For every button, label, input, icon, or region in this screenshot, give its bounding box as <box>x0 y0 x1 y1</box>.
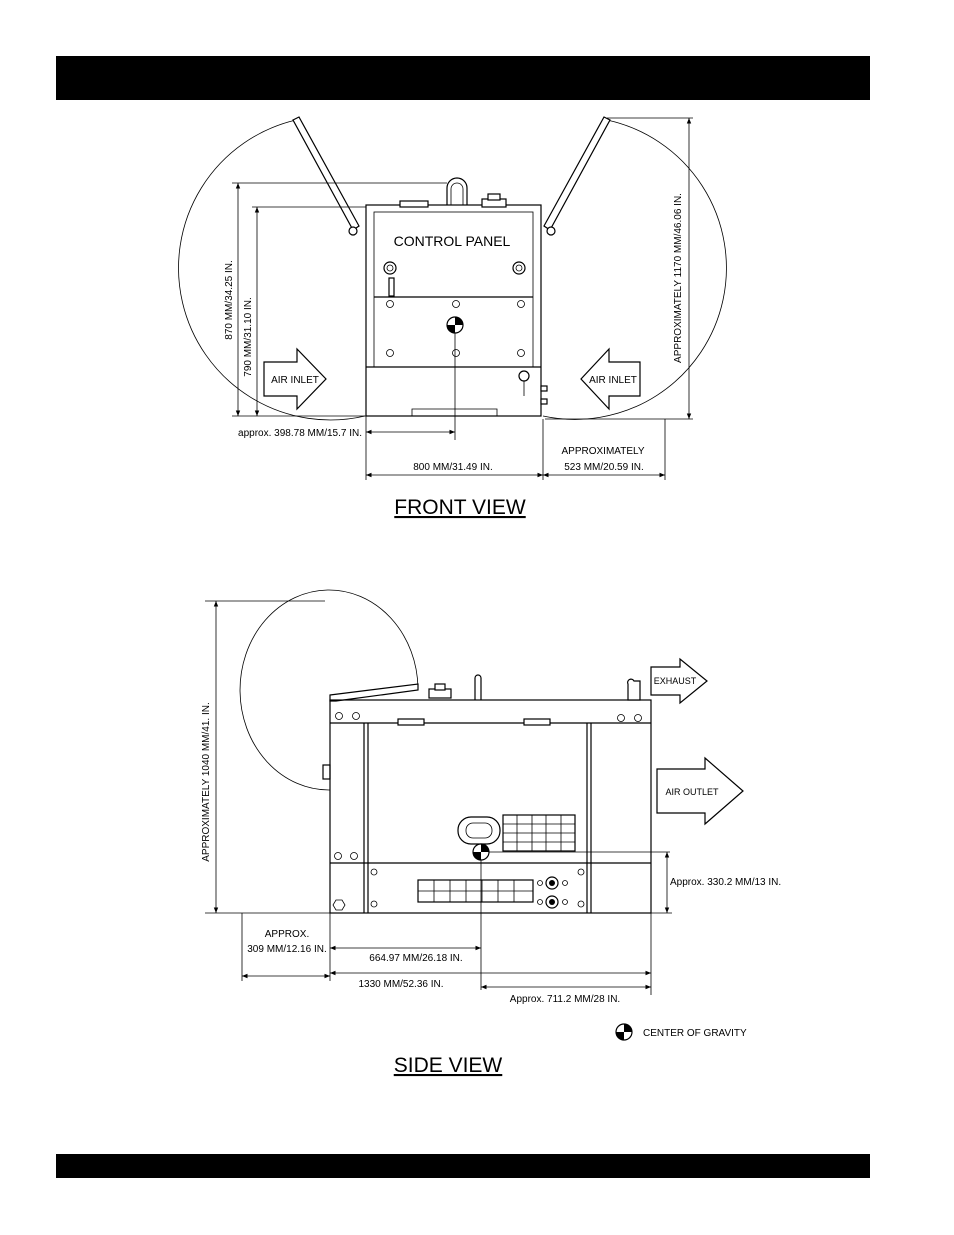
front-left-knob-inner <box>386 264 394 272</box>
side-dim-309-label-1: APPROX. <box>265 929 309 940</box>
legend-center-of-gravity-label: CENTER OF GRAVITY <box>643 1028 747 1039</box>
side-lifting-eye <box>474 674 482 700</box>
side-handle-outer <box>457 816 501 845</box>
front-lifting-eye-inner <box>450 182 464 205</box>
front-air-inlet-arrow-left: AIR INLET <box>263 347 327 411</box>
front-air-inlet-right-label: AIR INLET <box>589 375 637 386</box>
side-dim-330-label: Approx. 330.2 MM/13 IN. <box>670 877 781 888</box>
front-dim-523-label-1: APPROXIMATELY <box>562 446 645 457</box>
side-dim-711-label: Approx. 711.2 MM/28 IN. <box>510 994 620 1005</box>
front-fuel-drain <box>518 370 530 382</box>
side-air-outlet-arrow: AIR OUTLET <box>656 756 744 826</box>
side-output-terminals <box>537 876 568 909</box>
side-door-latch <box>322 764 331 780</box>
side-center-of-gravity-symbol <box>472 843 490 861</box>
side-dim-1330-label: 1330 MM/52.36 IN. <box>358 979 443 990</box>
side-top-vent-1 <box>397 718 425 726</box>
side-door-arc <box>239 589 419 791</box>
front-dim-398-label: approx. 398.78 MM/15.7 IN. <box>238 428 362 439</box>
front-view-title: FRONT VIEW <box>394 496 526 519</box>
side-lower-panel-lines <box>418 880 533 902</box>
front-air-inlet-arrow-right: AIR INLET <box>580 347 641 411</box>
side-ground-lug <box>332 899 346 911</box>
side-exhaust-stack <box>627 678 641 701</box>
front-side-fitting-1 <box>540 385 548 392</box>
front-left-hinge <box>348 226 358 236</box>
front-bolts <box>386 300 525 357</box>
footer-bar <box>56 1154 870 1178</box>
front-fuel-cap-top <box>487 193 501 201</box>
front-top-vent <box>399 200 429 208</box>
side-body <box>329 699 652 914</box>
legend: CENTER OF GRAVITY <box>615 1023 747 1041</box>
front-left-door <box>292 116 360 231</box>
side-grille-lines <box>503 815 575 851</box>
front-base-notch <box>366 408 498 417</box>
front-right-hinge <box>546 226 556 236</box>
side-dim-664-label: 664.97 MM/26.18 IN. <box>369 953 462 964</box>
front-view: AIR INLET AIR INLET CONTROL PANEL 870 MM… <box>178 116 727 519</box>
side-view-title: SIDE VIEW <box>394 1054 503 1077</box>
side-top-vent-2 <box>523 718 551 726</box>
legend-center-of-gravity-icon <box>615 1023 633 1041</box>
side-view: EXHAUST AIR OUTLET APPROXIMATELY 1040 MM… <box>201 589 781 1077</box>
side-bolts <box>334 712 642 908</box>
front-right-knob-inner <box>515 264 523 272</box>
front-right-door-arc <box>542 119 727 420</box>
side-dim-309-label-2: 309 MM/12.16 IN. <box>247 944 326 955</box>
front-dim-800-label: 800 MM/31.49 IN. <box>413 462 492 473</box>
header-bar <box>56 56 870 100</box>
front-switch <box>388 277 395 297</box>
side-exhaust-arrow: EXHAUST <box>650 657 708 705</box>
front-dim-870-label: 870 MM/34.25 IN. <box>224 260 235 339</box>
front-dim-1170-label: APPROXIMATELY 1170 MM/46.06 IN. <box>673 193 684 363</box>
front-right-knob <box>512 261 526 275</box>
front-air-inlet-left-label: AIR INLET <box>271 375 319 386</box>
side-dim-1040-label: APPROXIMATELY 1040 MM/41. IN. <box>201 702 212 862</box>
front-body <box>365 204 542 417</box>
side-air-outlet-label: AIR OUTLET <box>665 787 719 797</box>
front-dim-523-label-2: 523 MM/20.59 IN. <box>564 462 643 473</box>
front-left-door-arc <box>178 119 366 421</box>
front-center-of-gravity-symbol <box>446 316 464 334</box>
front-lifting-eye <box>446 177 468 205</box>
front-dim-790-label: 790 MM/31.10 IN. <box>243 297 254 376</box>
front-left-knob <box>383 261 397 275</box>
front-side-fitting-2 <box>540 398 548 405</box>
side-exhaust-label: EXHAUST <box>654 676 697 686</box>
front-right-door <box>543 116 611 231</box>
front-control-panel-label: CONTROL PANEL <box>394 233 511 249</box>
side-open-door <box>329 683 419 702</box>
side-handle-inner <box>465 822 493 839</box>
